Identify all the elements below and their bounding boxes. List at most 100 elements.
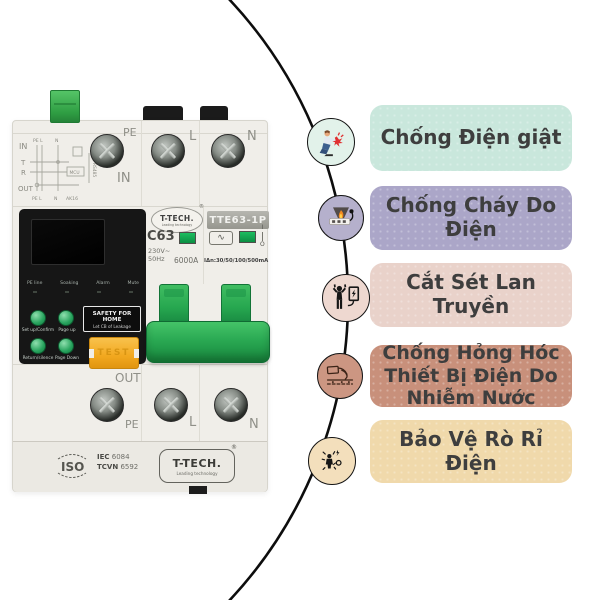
svg-text:AK16: AK16 [66, 196, 78, 202]
feature-label: Cắt Sét Lan Truyền [406, 270, 536, 318]
status-window-pole2 [239, 231, 256, 243]
page-down-button[interactable] [58, 338, 74, 354]
indicator-labels: PE line Soaking Alarm Mute [27, 281, 139, 286]
test-button-label: TEST [97, 348, 131, 358]
setup-confirm-label: Set up/Confirm [21, 328, 55, 333]
brand-tagline-footer: Leading technology [176, 470, 218, 476]
voltage-label: 230V~ [148, 247, 171, 255]
return-silence-button[interactable] [30, 338, 46, 354]
body-seam [141, 364, 142, 441]
screw-terminal-pe-in [90, 134, 124, 168]
return-silence-label: Return/silence [22, 356, 54, 361]
screw-terminal-pe-out [90, 388, 124, 422]
mount-notch [189, 486, 207, 494]
din-clip-right [200, 106, 228, 122]
electric-leakage-icon [308, 437, 356, 485]
svg-text:PE L: PE L [32, 196, 42, 202]
water-damage-icon [317, 353, 363, 399]
iso-logo: ISO [57, 454, 87, 478]
electric-shock-icon [307, 118, 355, 166]
brand-logo-footer: T-TECH. Leading technology ® [159, 444, 237, 483]
status-window-pole1 [179, 232, 196, 244]
certification-strip: ISO IEC 6084 TCVN 6592 T-TECH. Leading t… [13, 441, 267, 494]
page-up-label: Page up [58, 328, 76, 333]
feature-label: Chống Điện giật [380, 125, 562, 150]
feature-label: Chống Hỏng Hóc Thiết Bị Điện Do Nhiễm Nư… [382, 342, 560, 410]
certifications: IEC 6084 TCVN 6592 [97, 452, 138, 472]
body-seam [199, 364, 200, 441]
ac-symbol: ∿ [209, 231, 233, 245]
body-seam [141, 121, 142, 206]
terminal-label-l-out: L [189, 415, 197, 430]
svg-text:RS485: RS485 [91, 163, 97, 177]
indicator-leds [33, 291, 133, 293]
brand-logo-pole: T-TECH. Leading technology ® [151, 204, 204, 233]
terminal-label-pe-out: PE [125, 418, 139, 431]
frequency-label: 50Hz [148, 255, 165, 263]
off-mark: O [260, 241, 265, 248]
page-up-button[interactable] [58, 310, 74, 326]
body-seam [13, 364, 267, 365]
body-seam [199, 121, 200, 206]
lightning-surge-icon [322, 274, 370, 322]
screw-terminal-n-in [211, 134, 245, 168]
indicator-mute: Mute [127, 281, 139, 286]
svg-text:ISO: ISO [61, 460, 84, 474]
terminal-label-l: L [189, 129, 197, 144]
breaker-toggle-left[interactable] [159, 284, 189, 326]
screw-terminal-n-out [214, 388, 248, 422]
brand-name: T-TECH. [160, 213, 194, 223]
body-seam [13, 206, 267, 207]
svg-text:N: N [54, 196, 57, 202]
in-label: IN [117, 171, 131, 186]
registered-mark-footer: ® [231, 444, 237, 451]
cert-tcvn: TCVN [97, 463, 119, 472]
page-down-label: Page Down [55, 356, 79, 361]
breaking-capacity-label: 6000A [174, 256, 199, 265]
setup-confirm-button[interactable] [30, 310, 46, 326]
din-clip-left [143, 106, 183, 122]
breaker-toggle-right[interactable] [221, 284, 251, 326]
brand-tagline: Leading technology [161, 222, 193, 227]
out-label: OUT [115, 371, 141, 385]
safety-sticker: SAFETY FOR HOME Let CB of Leakage [83, 306, 141, 332]
cert-iec: IEC [97, 453, 110, 461]
terminal-label-n: N [247, 129, 257, 144]
test-button[interactable]: TEST [89, 337, 139, 369]
control-panel: PE line Soaking Alarm Mute Set up/Confir… [19, 209, 146, 364]
brand-name-footer: T-TECH. [172, 456, 222, 470]
svg-text:R: R [21, 169, 26, 177]
electrical-fire-icon [318, 195, 364, 241]
svg-text:MCU: MCU [70, 170, 80, 176]
feature-label: Chống Cháy Do Điện [385, 193, 557, 241]
svg-text:T: T [20, 159, 26, 167]
cert-tcvn-number: 6592 [120, 463, 139, 472]
on-mark: I [261, 224, 264, 231]
svg-text:PE L: PE L [33, 138, 43, 144]
safety-title: SAFETY FOR HOME [92, 311, 132, 323]
rating-c63: C63 [147, 229, 175, 244]
on-off-marks: I O [260, 225, 265, 248]
body-seam [13, 133, 267, 134]
registered-mark: ® [199, 204, 204, 210]
screw-terminal-l-out [154, 388, 188, 422]
residual-current-label: IΔn:30/50/100/500mA [204, 258, 269, 264]
feature-label: Bảo Vệ Rò Rỉ Điện [399, 426, 543, 475]
breaker-handle-bar[interactable] [146, 321, 270, 363]
terminal-label-pe: PE [123, 126, 137, 139]
safety-subtitle: Let CB of Leakage [93, 324, 131, 329]
wiring-diagram: IN T R OUT PE L N MCU RS485 PE L N AK16 [18, 138, 97, 202]
terminal-label-n-out: N [249, 417, 259, 432]
indicator-soaking: Soaking [60, 281, 79, 286]
body-seam [203, 206, 204, 284]
terminal-connector-green [50, 90, 80, 123]
indicator-pe-line: PE line [27, 281, 43, 286]
cert-iec-number: 6084 [111, 453, 130, 461]
lcd-display [31, 219, 105, 265]
svg-text:OUT: OUT [18, 185, 34, 193]
indicator-alarm: Alarm [96, 281, 110, 286]
model-number: TTE63-1P [209, 214, 267, 226]
svg-text:IN: IN [19, 142, 27, 151]
screw-terminal-l-in [151, 134, 185, 168]
